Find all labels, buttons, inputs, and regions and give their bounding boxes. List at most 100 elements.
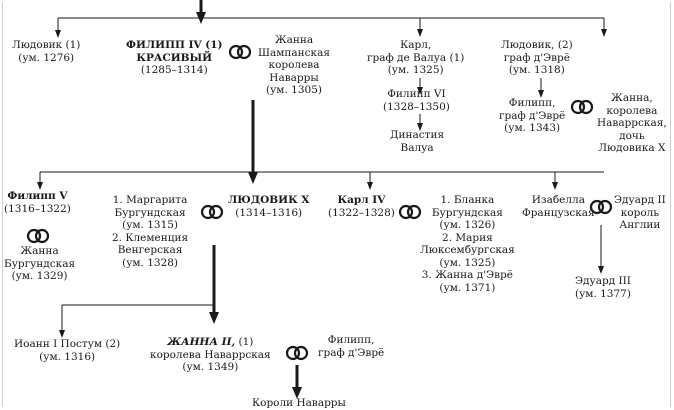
charles-valois-line3: (ум. 1325) — [387, 64, 444, 76]
edward-iii-node: Эдуард III (ум. 1377) — [575, 275, 631, 300]
philippe-iv-name: ФИЛИПП IV (1) — [126, 39, 223, 51]
charles-iv-wives-line5: Люксембургская — [420, 244, 515, 256]
isabella-node: Изабелла Французская — [522, 194, 595, 219]
jeanne-queen-navarre-line5: Людовика X — [598, 142, 666, 154]
louis-x-node: ЛЮДОВИК X (1314–1316) — [228, 194, 309, 219]
charles-iv-node: Карл IV (1322–1328) — [328, 194, 395, 219]
ring-icon — [236, 44, 252, 60]
kings-navarre-label: Короли Наварры — [252, 397, 346, 409]
jeanne-queen-navarre-line4: дочь — [619, 129, 645, 142]
philippe-v-name: Филипп V — [7, 190, 68, 202]
john-posthumous-dates: (ум. 1316) — [39, 350, 96, 363]
ring-icon — [200, 204, 216, 220]
charles-iv-wives-line6: (ум. 1325) — [439, 256, 496, 269]
charles-valois-line2: граф де Валуа (1) — [367, 51, 465, 64]
marriage-rings-jeanne-ii — [285, 345, 309, 361]
marriage-rings-isabella — [589, 199, 613, 215]
jeanne-burgundy-node: Жанна Бургундская (ум. 1329) — [4, 245, 75, 283]
philippe-evreux-top-line3: (ум. 1343) — [504, 122, 561, 134]
marriage-rings-charles-iv — [398, 204, 422, 220]
philippe-iv-reign: (1285–1314) — [140, 64, 208, 76]
charles-iv-wives-line3: (ум. 1326) — [439, 219, 496, 231]
philippe-evreux-top-node: Филипп, граф д'Эврё (ум. 1343) — [499, 97, 565, 135]
louis-x-wives-line5: Венгерская — [117, 244, 183, 256]
marriage-rings-louis-x — [200, 204, 224, 220]
ring-icon — [228, 44, 244, 60]
louis-x-name: ЛЮДОВИК X — [228, 194, 310, 206]
philippe-v-reign: (1316–1322) — [4, 202, 71, 215]
charles-iv-reign: (1322–1328) — [328, 206, 395, 219]
louis-x-wives-line4: 2. Клеменция — [112, 231, 189, 244]
philippe-evreux-top-line2: граф д'Эврё — [499, 109, 566, 122]
philippe-vi-name: Филипп VI — [387, 88, 446, 100]
edward-ii-node: Эдуард II король Англии — [614, 194, 666, 232]
philippe-vi-node: Филипп VI (1328–1350) — [383, 88, 450, 113]
ring-icon — [285, 345, 301, 361]
jeanne-champagne-line4: Наварры — [269, 71, 319, 84]
john-posthumous-node: Иоанн I Постум (2) (ум. 1316) — [14, 338, 120, 363]
charles-iv-wives-line7: 3. Жанна д'Эврё — [421, 269, 514, 281]
edward-iii-dates: (ум. 1377) — [575, 287, 631, 300]
charles-valois-node: Карл, граф де Валуа (1) (ум. 1325) — [367, 39, 464, 77]
jeanne-queen-navarre-line3: Наваррская, — [597, 117, 667, 129]
charles-iv-wives-line2: Бургундская — [431, 206, 503, 219]
jeanne-champagne-line1: Жанна — [274, 34, 314, 46]
philippe-evreux-bottom-line2: граф д'Эврё — [318, 346, 385, 359]
ring-icon — [34, 228, 50, 244]
john-posthumous-name: Иоанн I Постум (2) — [14, 338, 121, 350]
valois-dynasty-line2: Валуа — [400, 141, 434, 154]
ring-icon — [589, 199, 605, 215]
jeanne-champagne-line2: Шампанская — [258, 46, 330, 59]
jeanne-ii-dates: (ум. 1349) — [182, 361, 239, 373]
isabella-line2: Французская — [522, 206, 595, 219]
louis-x-wives-line1: 1. Маргарита — [112, 194, 188, 206]
philippe-evreux-bottom-line1: Филипп, — [327, 334, 375, 346]
edward-ii-line2: король — [620, 206, 660, 219]
louis-1-node: Людовик (1) (ум. 1276) — [12, 39, 80, 64]
louis-evreux-line2: граф д'Эврё — [503, 51, 570, 64]
jeanne-champagne-line3: королева — [268, 59, 320, 71]
louis-1-name: Людовик (1) — [12, 39, 81, 51]
jeanne-ii-node: ЖАННА II, (1) королева Наваррская (ум. 1… — [150, 336, 271, 374]
ring-icon — [570, 99, 586, 115]
philippe-v-node: Филипп V (1316–1322) — [4, 190, 71, 215]
philippe-evreux-top-line1: Филипп, — [508, 97, 556, 109]
ring-icon — [597, 199, 613, 215]
charles-iv-name: Карл IV — [337, 194, 386, 206]
marriage-rings-philippe-evreux-top — [570, 99, 594, 115]
charles-iv-wives-line1: 1. Бланка — [440, 194, 495, 206]
valois-dynasty-line1: Династия — [390, 129, 445, 141]
jeanne-queen-navarre-line2: королева — [606, 104, 658, 117]
ring-icon — [578, 99, 594, 115]
philippe-iv-node: ФИЛИПП IV (1) КРАСИВЫЙ (1285–1314) — [126, 39, 223, 77]
jeanne-ii-name: ЖАННА II, — [167, 336, 236, 348]
jeanne-champagne-line5: (ум. 1305) — [266, 84, 322, 96]
charles-iv-wives-node: 1. Бланка Бургундская (ум. 1326) 2. Мари… — [420, 194, 515, 294]
jeanne-burgundy-line1: Жанна — [20, 245, 59, 257]
louis-evreux-line3: (ум. 1318) — [508, 64, 565, 76]
jeanne-burgundy-line3: (ум. 1329) — [11, 270, 68, 282]
jeanne-ii-number: (1) — [235, 336, 254, 348]
ring-icon — [293, 345, 309, 361]
philippe-iv-epithet: КРАСИВЫЙ — [136, 51, 213, 64]
marriage-rings-philippe-v — [26, 228, 50, 244]
louis-evreux-line1: Людовик, (2) — [501, 39, 573, 51]
louis-x-wives-line2: Бургундская — [114, 206, 186, 219]
jeanne-ii-title: королева Наваррская — [150, 348, 271, 361]
ring-icon — [398, 204, 414, 220]
louis-1-dates: (ум. 1276) — [18, 51, 75, 64]
edward-iii-name: Эдуард III — [575, 275, 631, 287]
louis-x-wives-node: 1. Маргарита Бургундская (ум. 1315) 2. К… — [112, 194, 188, 269]
edward-ii-line3: Англии — [619, 219, 661, 231]
jeanne-queen-navarre-line1: Жанна, — [611, 92, 653, 104]
ring-icon — [26, 228, 42, 244]
jeanne-queen-navarre-node: Жанна, королева Наваррская, дочь Людовик… — [597, 92, 667, 155]
louis-x-wives-line6: (ум. 1328) — [122, 256, 179, 269]
valois-dynasty-node: Династия Валуа — [390, 129, 444, 154]
ring-icon — [208, 204, 224, 220]
ring-icon — [406, 204, 422, 220]
philippe-evreux-bottom-node: Филипп, граф д'Эврё — [318, 334, 384, 359]
charles-iv-wives-line8: (ум. 1371) — [439, 281, 496, 294]
